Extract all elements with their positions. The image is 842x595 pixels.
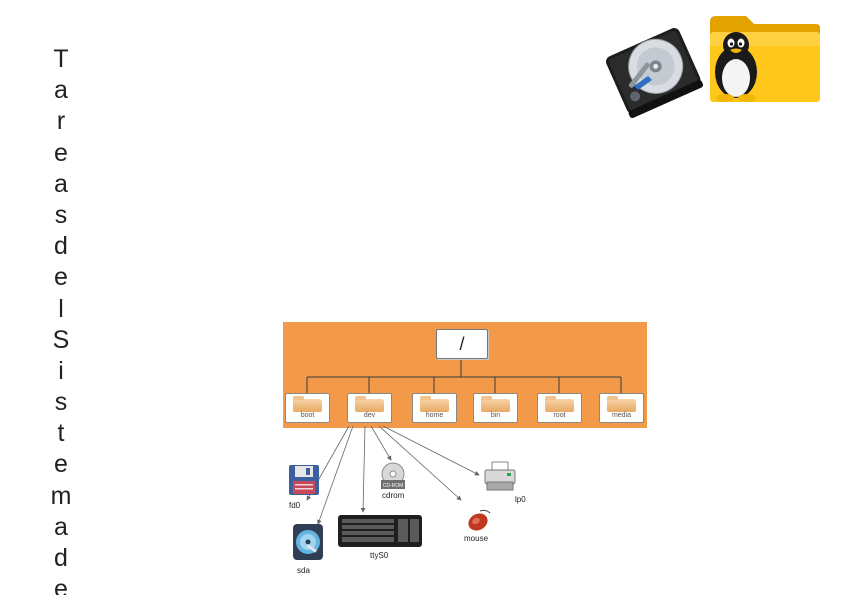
hard-disk-icon <box>293 524 323 560</box>
vertical-title-char: e <box>54 575 68 595</box>
directory-root: root <box>537 393 582 423</box>
directory-label: boot <box>300 412 315 419</box>
vertical-title-char: i <box>58 356 64 385</box>
device-label-cdrom: cdrom <box>382 491 405 500</box>
floppy-icon <box>289 465 319 495</box>
keyboard-icon <box>338 515 422 547</box>
folder-icon <box>420 396 449 412</box>
vertical-title-char: a <box>54 512 68 541</box>
folder-icon <box>481 396 510 412</box>
vertical-title-char: a <box>54 76 68 105</box>
cdrom-disc-text: CD-ROM <box>383 483 404 489</box>
directory-home: home <box>412 393 457 423</box>
vertical-title-char: r <box>56 107 66 136</box>
vertical-title-char: T <box>53 45 69 73</box>
vertical-title-char: t <box>57 419 65 448</box>
directory-boot: boot <box>285 393 330 423</box>
device-label-fd0: fd0 <box>289 501 301 510</box>
folder-icon <box>607 396 636 412</box>
vertical-title-char: d <box>54 232 68 261</box>
directory-label: root <box>553 412 566 419</box>
device-label-mouse: mouse <box>464 534 489 543</box>
folder-icon <box>545 396 574 412</box>
device-label-sda: sda <box>297 566 310 575</box>
device-label-lp0: lp0 <box>515 495 526 504</box>
directory-bin: bin <box>473 393 518 423</box>
root-directory: / <box>436 329 488 359</box>
vertical-title-char: l <box>58 294 64 323</box>
folder-icon <box>293 396 322 412</box>
directory-label: media <box>611 412 632 419</box>
cdrom-icon: CD-ROM <box>381 462 405 489</box>
directory-label: bin <box>490 412 501 419</box>
vertical-title-char: a <box>54 169 68 198</box>
directory-dev: dev <box>347 393 392 423</box>
directory-media: media <box>599 393 644 423</box>
vertical-title-char: e <box>54 263 68 292</box>
vertical-title-char: s <box>54 200 68 229</box>
folder-icon <box>355 396 384 412</box>
printer-icon <box>484 461 516 491</box>
directory-label: home <box>425 412 444 419</box>
vertical-title-char: S <box>52 325 70 354</box>
hard-drive-icon <box>605 28 704 118</box>
mouse-icon <box>468 509 491 531</box>
directory-label: dev <box>363 412 376 419</box>
vertical-title-char: e <box>54 450 68 479</box>
tree-connectors <box>306 358 622 525</box>
vertical-title-char: m <box>50 481 72 510</box>
filesystem-diagram: / boot dev home bin root media fd0 sda ttyS0 <box>283 322 647 595</box>
linux-folder-icon <box>710 16 820 102</box>
vertical-title-char: d <box>54 544 68 572</box>
vertical-title-char: s <box>54 388 68 417</box>
vertical-title-char: e <box>54 138 68 167</box>
device-label-ttyS0: ttyS0 <box>370 551 389 560</box>
